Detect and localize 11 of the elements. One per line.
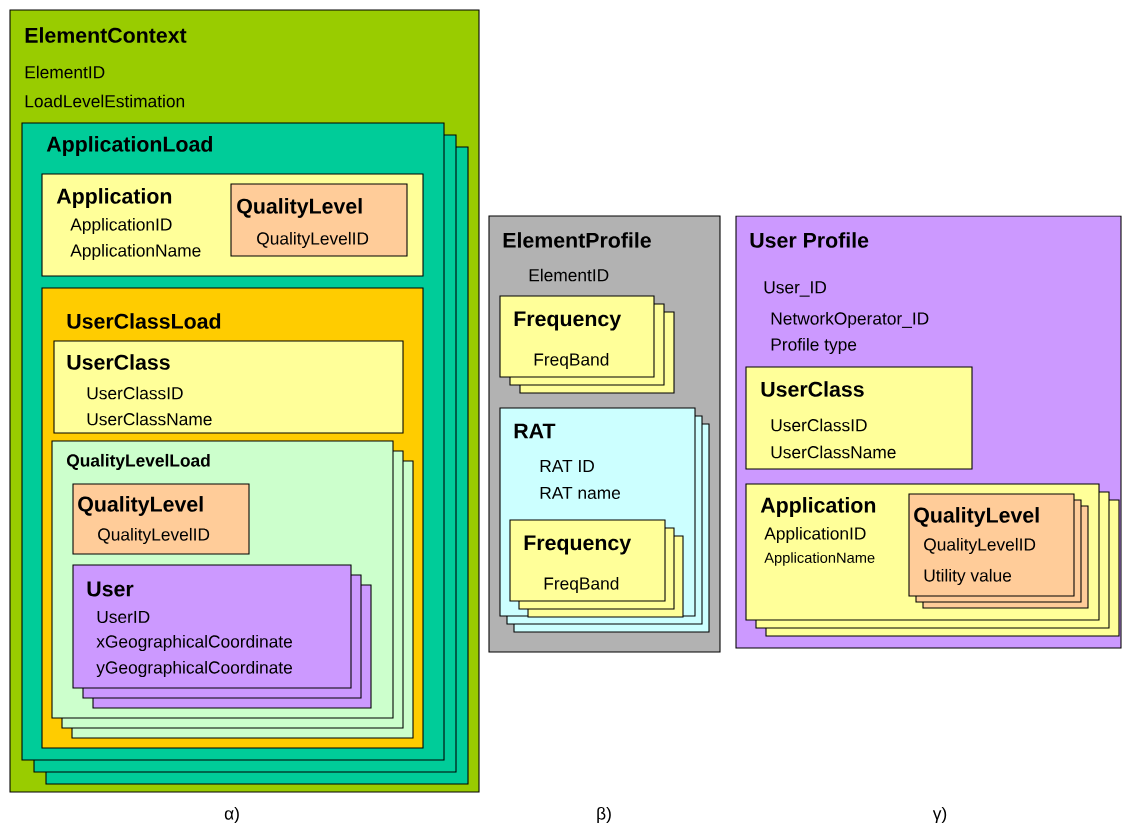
class-box: QualityLevel QualityLevelID [230, 183, 408, 257]
stacked-class-box: Frequency FreqBand [509, 519, 684, 618]
panel-caption: γ) [932, 806, 947, 824]
class-box: QualityLevel QualityLevelID [72, 483, 250, 555]
stacked-class-box: User UserID xGeographicalCoordinate yGeographicalCoordinate [72, 564, 372, 709]
panel-caption: β) [597, 806, 611, 824]
stacked-class-box: Frequency FreqBand [499, 295, 675, 394]
panel-caption: α) [224, 806, 239, 824]
class-box: UserClass UserClassID UserClassName [53, 340, 404, 434]
class-box: UserClass UserClassID UserClassName [745, 366, 973, 470]
stacked-class-box: QualityLevel QualityLevelID Utility value [908, 493, 1089, 609]
